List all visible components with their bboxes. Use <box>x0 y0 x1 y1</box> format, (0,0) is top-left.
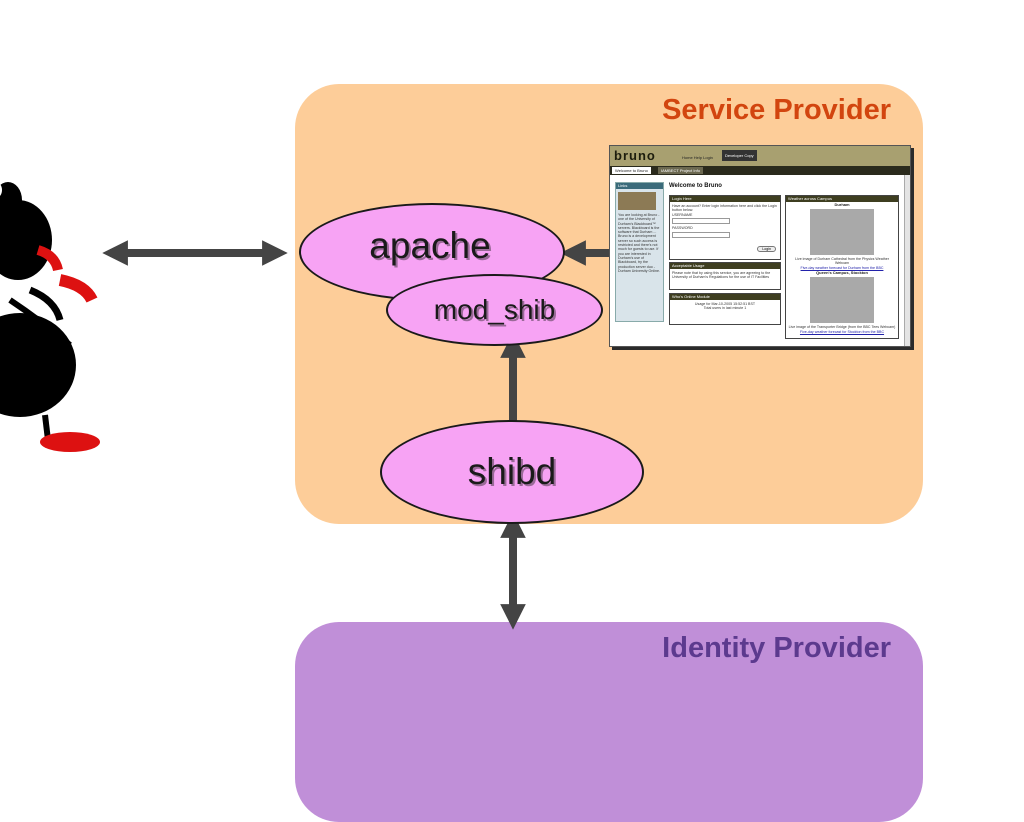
bruno-scrollbar <box>904 175 910 346</box>
developer-copy-button: Developer Copy <box>722 150 757 161</box>
usage-panel: Acceptable Usage Please note that by usi… <box>669 262 781 290</box>
stockton-cam-title: Queen's Campus, Stockton <box>816 270 868 276</box>
login-panel: Login Here Have an account? Enter login … <box>669 195 781 260</box>
stockton-forecast-link: Five-day weather forecast for Stockton f… <box>799 329 885 334</box>
links-sidebar: Links You are looking at Bruno - one of … <box>615 182 664 322</box>
password-label: PASSWORD <box>672 226 693 231</box>
bruno-screenshot: bruno Home Help Login Developer Copy Wel… <box>609 145 911 347</box>
stockton-webcam-image <box>810 277 874 324</box>
usage-text: Please note that by using this service, … <box>672 271 771 280</box>
durham-webcam-image <box>810 209 874 255</box>
identity-provider-title: Identity Provider <box>662 632 891 664</box>
online-usage-line: Usage for Mar-10-2005 15:52:51 BST <box>694 302 756 306</box>
bruno-nav-links: Home Help Login <box>682 155 713 160</box>
links-heading: Links <box>616 183 663 189</box>
weather-heading: Weather across Campus <box>786 196 898 202</box>
apache-label: apache <box>369 225 491 266</box>
login-heading: Login Here <box>670 196 780 202</box>
durham-cam-title: Durham <box>834 202 850 207</box>
password-field <box>672 231 730 238</box>
mod-shib-node: mod_shib <box>386 274 603 346</box>
weather-panel: Weather across Campus Durham Live image … <box>785 195 899 339</box>
sidebar-image <box>618 192 656 210</box>
shibd-node: shibd <box>380 420 644 524</box>
durham-forecast-link: Five-day weather forecast for Durham fro… <box>800 265 884 270</box>
ant-mascot-icon <box>0 182 100 452</box>
online-heading: Who's Online Module <box>670 294 780 300</box>
login-instructions: Have an account? Enter login information… <box>672 204 777 213</box>
online-panel: Who's Online Module Usage for Mar-10-200… <box>669 293 781 325</box>
durham-cam-caption: Live image of Durham Cathedral from the … <box>795 257 889 266</box>
diagram-canvas <box>0 182 658 630</box>
service-provider-title: Service Provider <box>662 94 891 126</box>
bruno-logo: bruno <box>614 148 656 163</box>
tab-project-info: IAMBECT Project Info <box>658 167 704 174</box>
mod-shib-label: mod_shib <box>433 294 556 325</box>
online-users-line: Total users in last minute 1 <box>703 306 747 311</box>
bruno-tabbar: Welcome to Bruno IAMBECT Project Info <box>610 166 910 175</box>
bruno-header: bruno Home Help Login Developer Copy <box>610 146 910 166</box>
shibd-label: shibd <box>467 451 557 492</box>
login-button: Login <box>757 246 776 252</box>
sidebar-text: You are looking at Bruno - one of the Un… <box>618 213 660 273</box>
username-label: USERNAME <box>672 212 693 217</box>
usage-heading: Acceptable Usage <box>670 263 780 269</box>
username-field <box>672 218 730 225</box>
tab-welcome: Welcome to Bruno <box>612 167 651 174</box>
welcome-heading: Welcome to Bruno <box>669 183 722 189</box>
stockton-cam-caption: Live image of the Transporter Bridge (fr… <box>788 325 896 330</box>
